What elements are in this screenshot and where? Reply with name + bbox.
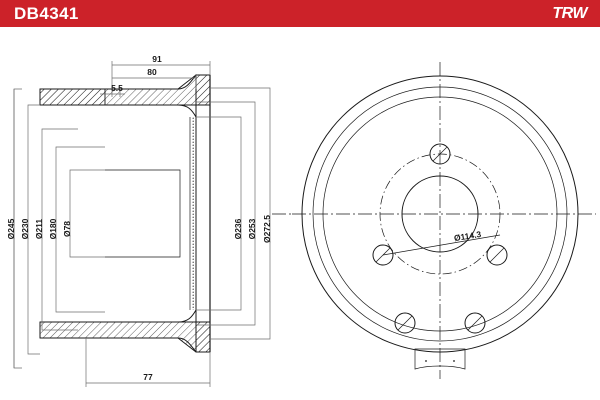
drum-friction-surface-texture [191, 117, 195, 310]
dim-d236-label: Ø236 [233, 218, 243, 239]
bolt-circle-leader-line [382, 234, 501, 256]
label-plate [414, 348, 466, 370]
dim-d230-bracket [27, 104, 40, 355]
technical-drawing-canvas: 91 80 5.5 77 [0, 27, 600, 400]
title-bar [0, 0, 600, 27]
dim-d272-5-label: Ø272.5 [262, 215, 272, 243]
dim-d211-label: Ø211 [34, 219, 44, 240]
dim-d180-label: Ø180 [48, 218, 58, 239]
trw-brand-logo: TRW [552, 5, 587, 22]
section-outline-upper-inner [40, 104, 197, 118]
dim-d78-label: Ø78 [62, 221, 72, 237]
label-plate-dot [453, 360, 455, 362]
left-diameter-dimension-group: Ø245 Ø230 Ø211 Ø180 Ø78 [6, 88, 105, 369]
front-face-view: Ø114.3 [292, 62, 596, 379]
dim-d211-bracket [41, 128, 78, 331]
section-hub-web-upper [39, 74, 211, 106]
dim-91-label: 91 [152, 54, 162, 64]
recess-outline [105, 169, 181, 258]
dim-d253-label: Ø253 [247, 218, 257, 239]
section-outline-lower [40, 337, 210, 353]
dim-5-5-label: 5.5 [111, 83, 123, 93]
dim-d230-label: Ø230 [20, 218, 30, 239]
dim-d245-label: Ø245 [6, 218, 16, 239]
dim-80-label: 80 [147, 67, 157, 77]
bolt-hole-group [372, 143, 508, 334]
top-dimension-group: 91 80 5.5 [100, 54, 211, 97]
bolt-circle-diameter-label: Ø114.3 [453, 229, 482, 243]
bottom-dimension-group: 77 [85, 338, 211, 387]
bolt-hole [394, 312, 416, 334]
cross-section-view: 91 80 5.5 77 [6, 54, 292, 387]
dim-d180-bracket [55, 146, 105, 313]
label-plate-dot [425, 360, 427, 362]
dim-d272-5-bracket [210, 87, 271, 340]
part-number-label: DB4341 [14, 4, 79, 23]
right-diameter-dimension-group: Ø236 Ø253 Ø272.5 [196, 87, 272, 340]
dim-d236-bracket [196, 116, 242, 311]
dim-77-label: 77 [143, 372, 153, 382]
section-hub-web-lower [39, 321, 211, 353]
bolt-hole [464, 312, 486, 334]
section-drum-wall-lower [195, 321, 211, 353]
section-outline-lower-inner [40, 309, 197, 323]
section-outline-upper [40, 74, 210, 90]
bolt-hole [486, 244, 508, 266]
drum-middle-circle [312, 86, 568, 342]
dim-d78-bracket [69, 169, 105, 258]
drawing-svg: 91 80 5.5 77 [6, 54, 596, 387]
dim-d253-bracket [196, 101, 256, 326]
section-drum-wall-upper [195, 74, 211, 106]
